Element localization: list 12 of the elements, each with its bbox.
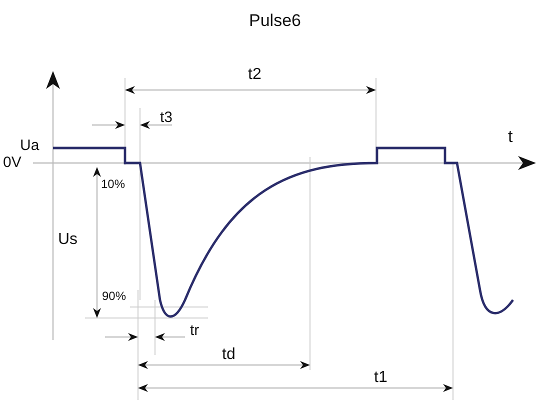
percent-label: 10% <box>101 178 126 190</box>
dimension-label: Us <box>58 232 78 248</box>
percent-label: 90% <box>102 290 126 302</box>
level-label: Ua <box>20 138 40 153</box>
dimension-label: tr <box>190 323 200 338</box>
dimension-label: t2 <box>248 67 262 83</box>
dimension-label: t3 <box>160 110 173 125</box>
level-label: 0V <box>3 155 22 170</box>
dimension-label: td <box>222 347 236 363</box>
dimension-label: t1 <box>374 370 388 386</box>
axis-label: t <box>508 128 513 145</box>
diagram-title: Pulse6 <box>248 12 302 29</box>
